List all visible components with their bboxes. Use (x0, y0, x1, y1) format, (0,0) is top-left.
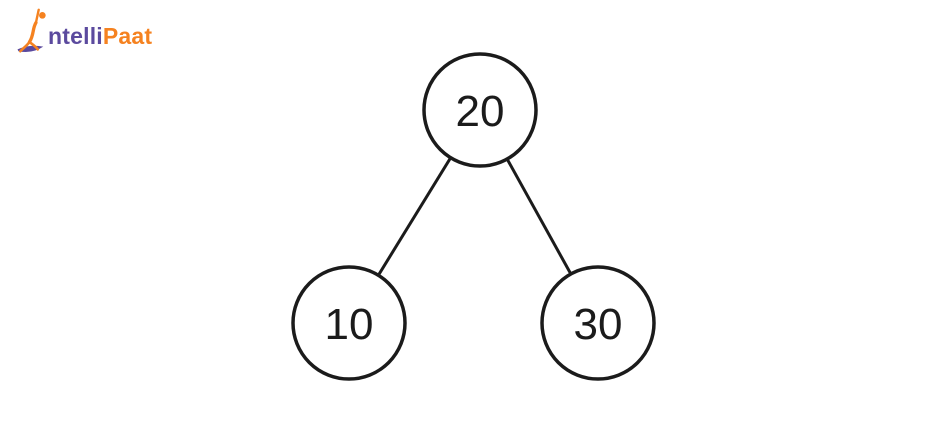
node-value: 10 (325, 300, 374, 349)
tree-node-right-circle (540, 265, 656, 381)
tree-node-left-circle (291, 265, 407, 381)
tree-node-left-child: 10 (291, 265, 407, 381)
logo-text-paat: Paat (102, 23, 153, 49)
intellipaat-logo: ntelliPaat (16, 8, 152, 54)
tree-node-root-circle (422, 52, 538, 168)
logo-text: ntelliPaat (48, 25, 152, 54)
node-value: 20 (456, 87, 505, 136)
logo-text-intelli: ntelli (48, 23, 103, 49)
node-value: 30 (574, 300, 623, 349)
tree-node-root: 20 (422, 52, 538, 168)
tree-node-right-child: 30 (540, 265, 656, 381)
jumping-person-icon (17, 8, 46, 53)
